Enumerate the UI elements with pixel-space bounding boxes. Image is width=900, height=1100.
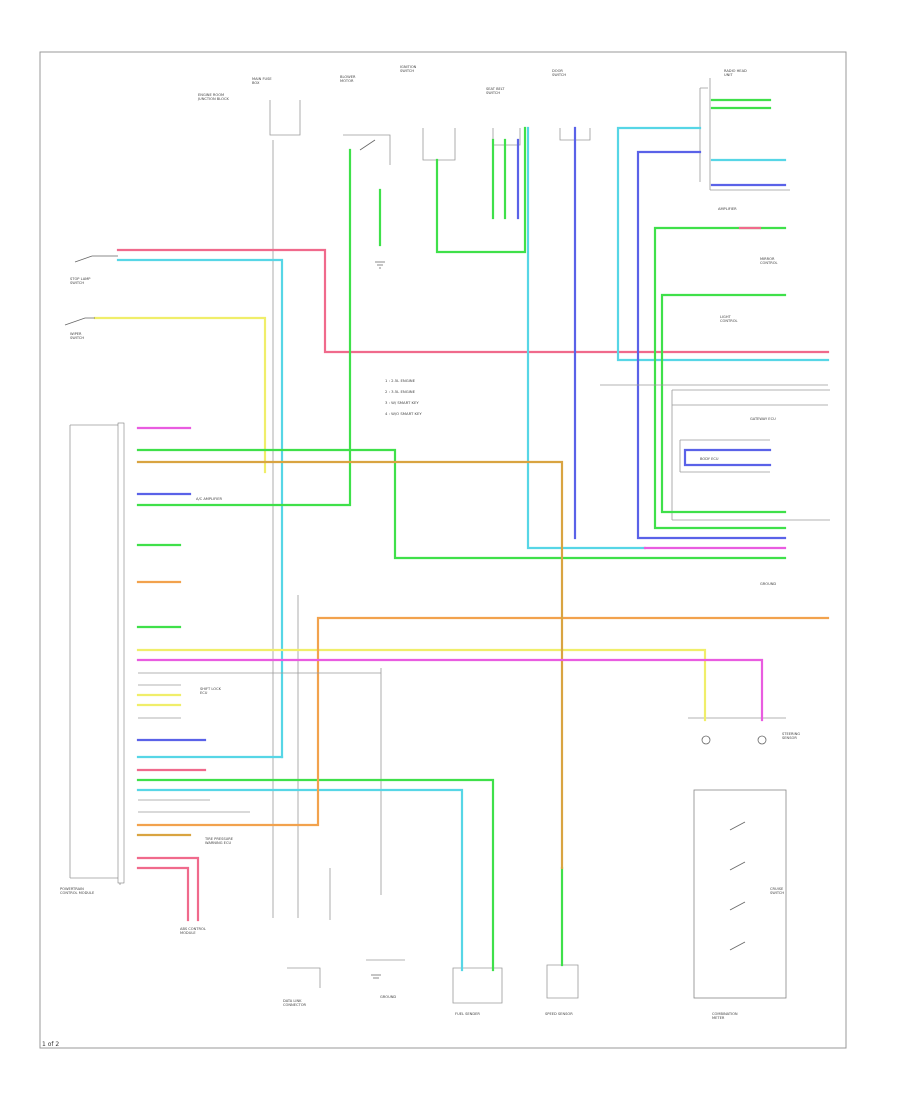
label-ground-right: GROUND (760, 582, 776, 586)
label-vss: SPEED SENSOR (545, 1012, 573, 1016)
wire-pink-low (136, 768, 207, 922)
wire-green-ign (136, 148, 352, 507)
wire-blue-right (636, 150, 787, 540)
wire-green-mid-col (378, 138, 507, 247)
wire-yellow-lower (136, 693, 182, 707)
wire-cyan-fuel (136, 788, 464, 972)
legend-item-3: 3 : W/ SMART KEY (385, 400, 419, 405)
cruise-switch-icon (729, 821, 746, 951)
ground-icon-bottom (371, 974, 381, 979)
stop-switch-icon (74, 255, 118, 263)
speed-sensor-outline (546, 964, 579, 999)
fuel-sender-outline (452, 967, 503, 1004)
wire-green-ecu-mid (136, 448, 787, 560)
switch-symbols (64, 139, 767, 979)
dlc-outline (287, 967, 321, 988)
label-body: BODY ECU (700, 457, 719, 461)
steering-sensor-icon-2 (757, 735, 767, 745)
wire-green-right-a (653, 226, 787, 530)
legend-item-1: 1 : 2.5L ENGINE (385, 378, 416, 383)
wire-cyan-vertical (526, 126, 647, 550)
legend: 1 : 2.5L ENGINE 2 : 3.5L ENGINE 3 : W/ S… (385, 378, 422, 416)
steering-sensor-icon (701, 735, 711, 745)
legend-item-4: 4 : W/O SMART KEY (385, 411, 422, 416)
label-fuel: FUEL SENDER (455, 1012, 480, 1016)
wire-green-fuel (136, 778, 495, 972)
radio-head-outline (709, 78, 790, 191)
diagram-frame (39, 51, 847, 1049)
wire-green-right-b (660, 293, 787, 514)
component-outlines (69, 78, 830, 1004)
wire-cyan-right (616, 126, 830, 362)
ignition-switch-icon (359, 139, 376, 151)
wiper-switch-icon (64, 317, 95, 326)
label-gateway: GATEWAY ECU (750, 417, 776, 421)
wire-yellow-ecu (136, 648, 707, 722)
wire-tan-vertical (136, 460, 564, 870)
label-amp: AMPLIFIER (718, 207, 737, 211)
wire-orange (136, 616, 830, 827)
wire-green-right-c (710, 98, 772, 110)
fuse-box-outline (269, 100, 301, 136)
ecu-pins (117, 422, 125, 884)
legend-item-2: 2 : 3.5L ENGINE (385, 389, 416, 394)
combination-meter-outline (693, 789, 787, 999)
wire-green-ecu-low (136, 543, 182, 629)
ignition-switch-outline (343, 134, 391, 165)
wire-blue-mid (516, 138, 787, 467)
wire-blue-ecu (136, 492, 207, 742)
ground-icon (375, 261, 385, 269)
wire-magenta (136, 658, 764, 722)
ecu-outline (69, 424, 120, 879)
gateway-outline (671, 389, 830, 521)
label-ground-bottom: GROUND (380, 995, 396, 999)
wire-green-junction (435, 126, 527, 254)
label-ac: A/C AMPLIFIER (196, 497, 223, 501)
wire-yellow-top (93, 316, 267, 474)
wire-pink-top (116, 248, 830, 354)
wire-cyan-top (116, 258, 284, 759)
page-indicator: 1 of 2 (42, 1041, 59, 1048)
